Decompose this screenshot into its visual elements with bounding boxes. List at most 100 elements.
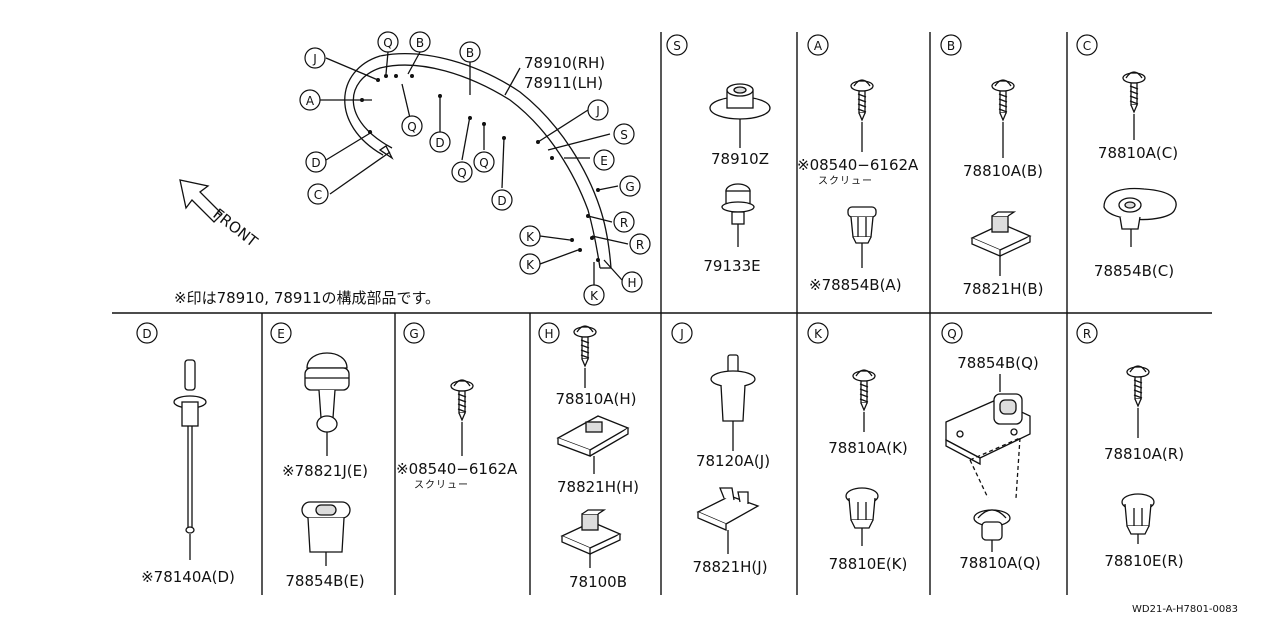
panel-j-letter: J	[671, 322, 693, 344]
svg-text:Q: Q	[383, 36, 392, 50]
panel-b: B 78810A(B) 78821H(B)	[940, 34, 1044, 298]
panel-c-letter: C	[1076, 34, 1098, 56]
front-label: FRONT	[210, 205, 262, 251]
svg-text:C: C	[314, 188, 322, 202]
svg-text:D: D	[435, 136, 444, 150]
part-label-lh: 78911(LH)	[524, 74, 603, 92]
callout-r-1: R	[613, 211, 635, 233]
svg-text:K: K	[526, 230, 535, 244]
panel-j: J 78120A(J) 78821H(J)	[671, 322, 770, 576]
panel-s: S 78910Z 79133E	[666, 34, 771, 275]
svg-text:Q: Q	[407, 120, 416, 134]
part-78810a-k-label: 78810A(K)	[828, 439, 908, 457]
part-78100b-label: 78100B	[569, 573, 627, 591]
svg-text:C: C	[1083, 39, 1091, 53]
panel-s-letter: S	[666, 34, 688, 56]
panel-q: Q 78854B(Q) 78810A(Q)	[941, 322, 1041, 572]
callout-g: G	[619, 175, 641, 197]
panel-a-letter: A	[807, 34, 829, 56]
part-78821h-j-label: 78821H(J)	[692, 558, 767, 576]
part-78810e-r-label: 78810E(R)	[1104, 552, 1183, 570]
svg-text:D: D	[497, 194, 506, 208]
callout-k-3: K	[583, 284, 605, 306]
part-78910z	[709, 83, 771, 148]
part-79133e	[721, 183, 755, 247]
svg-text:S: S	[620, 128, 628, 142]
panel-c: C 78810A(C) 78854B(C)	[1076, 34, 1178, 280]
svg-text:Q: Q	[479, 156, 488, 170]
svg-text:R: R	[636, 238, 644, 252]
panel-e: E ※78821J(E) 78854B(E)	[270, 322, 368, 590]
callout-j-2: J	[587, 99, 609, 121]
part-08540-6162a-g-label: ※08540−6162A	[396, 460, 518, 478]
callout-d-2: D	[491, 189, 513, 211]
part-78821h-b-label: 78821H(B)	[963, 280, 1044, 298]
part-78821h-h	[556, 415, 630, 474]
svg-text:E: E	[600, 154, 608, 168]
panel-e-letter: E	[270, 322, 292, 344]
svg-text:J: J	[679, 327, 684, 341]
components-note: ※印は78910, 78911の構成部品です。	[174, 289, 440, 307]
part-78854b-c-label: 78854B(C)	[1094, 262, 1174, 280]
part-78810a-r-label: 78810A(R)	[1104, 445, 1184, 463]
part-78140a-d	[173, 359, 207, 560]
svg-text:D: D	[311, 156, 320, 170]
part-78810e-k-label: 78810E(K)	[829, 555, 908, 573]
callout-q-4: Q	[473, 151, 495, 173]
callout-a: A	[299, 89, 321, 111]
callout-r-2: R	[629, 233, 651, 255]
callout-c: C	[307, 183, 329, 205]
panel-k-letter: K	[807, 322, 829, 344]
svg-text:E: E	[277, 327, 285, 341]
part-78854b-e	[301, 501, 351, 566]
svg-text:J: J	[312, 52, 317, 66]
svg-text:K: K	[526, 258, 535, 272]
panel-r: R 78810A(R) 78810E(R)	[1076, 322, 1184, 570]
panel-h-letter: H	[538, 322, 560, 344]
svg-text:H: H	[544, 327, 553, 341]
part-08540-6162a-label: ※08540−6162A	[797, 156, 919, 174]
part-label-rh: 78910(RH)	[524, 54, 605, 72]
panel-g: G ※08540−6162A スクリュー	[396, 322, 518, 491]
callout-e: E	[593, 149, 615, 171]
part-78120a-j	[710, 354, 756, 451]
panel-r-letter: R	[1076, 322, 1098, 344]
screw-sublabel-g: スクリュー	[414, 479, 469, 491]
part-78854b-e-label: 78854B(E)	[285, 572, 364, 590]
grid-lines	[112, 32, 1212, 595]
callout-d-1: D	[429, 131, 451, 153]
svg-text:A: A	[306, 94, 315, 108]
callout-d-3: D	[305, 151, 327, 173]
part-78810a-b-label: 78810A(B)	[963, 162, 1043, 180]
part-78821h-h-label: 78821H(H)	[557, 478, 639, 496]
svg-text:B: B	[416, 36, 424, 50]
svg-text:J: J	[595, 104, 600, 118]
panel-q-letter: Q	[941, 322, 963, 344]
svg-text:B: B	[947, 39, 955, 53]
panel-a: A ※08540−6162A スクリュー ※78854B(A)	[797, 34, 919, 294]
part-78810e-r	[1121, 493, 1155, 544]
svg-text:R: R	[1083, 327, 1091, 341]
svg-text:A: A	[814, 39, 823, 53]
part-78810a-c-label: 78810A(C)	[1098, 144, 1178, 162]
fender-molding-view: FRONT 78910(RH) 78911(LH)	[174, 31, 651, 307]
part-78821j-e-label: ※78821J(E)	[282, 462, 368, 480]
part-78140a-d-label: ※78140A(D)	[141, 568, 235, 586]
reference-number: WD21-A-H7801-0083	[1132, 604, 1238, 615]
svg-text:G: G	[625, 180, 634, 194]
part-78810a-h-label: 78810A(H)	[556, 390, 637, 408]
callout-k-2: K	[519, 253, 541, 275]
callout-h: H	[621, 271, 643, 293]
part-78854b-q-label: 78854B(Q)	[957, 354, 1039, 372]
callout-q-2: Q	[401, 115, 423, 137]
callout-s: S	[613, 123, 635, 145]
panel-h: H 78810A(H) 78821H(H) 78100B	[538, 322, 639, 591]
part-78821j-e	[304, 352, 350, 456]
front-arrow	[179, 179, 223, 223]
svg-text:S: S	[673, 39, 681, 53]
part-78821h-j	[696, 487, 760, 554]
panel-d: D ※78140A(D)	[136, 322, 235, 586]
svg-text:Q: Q	[947, 327, 956, 341]
callout-q-1: Q	[377, 31, 399, 53]
